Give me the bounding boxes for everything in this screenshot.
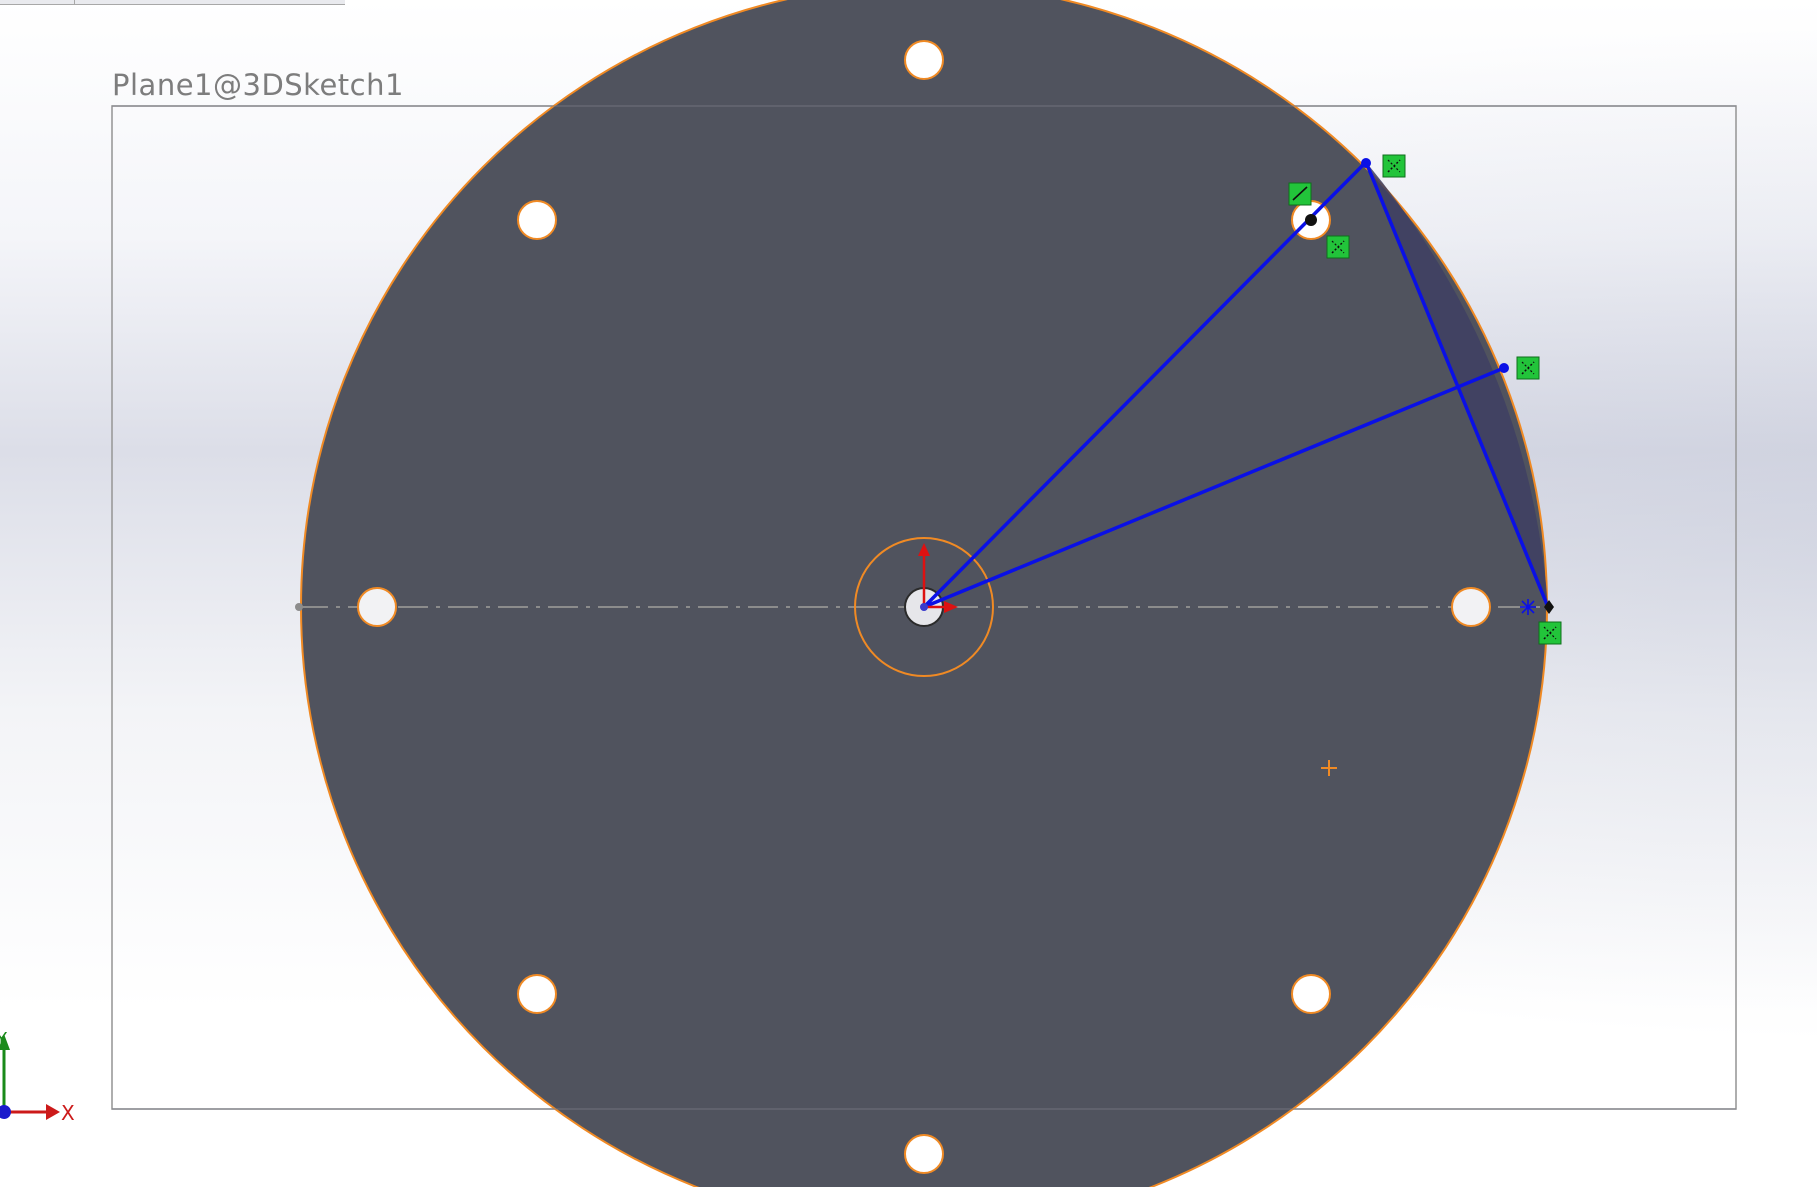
bolt-hole-bottom[interactable] — [904, 1134, 944, 1174]
center-plus-icon — [1321, 760, 1337, 776]
coincident-relation-icon[interactable] — [1288, 182, 1312, 206]
coincident-relation-icon[interactable] — [1382, 154, 1406, 178]
bolt-hole-right[interactable] — [1451, 587, 1491, 627]
sketch-point-hole[interactable] — [1305, 214, 1317, 226]
sketch-origin-icon[interactable] — [918, 543, 958, 613]
bolt-hole-top-left[interactable] — [517, 200, 557, 240]
coincident-relation-icon[interactable] — [1538, 621, 1562, 645]
sketch-endpoint-middle[interactable] — [1499, 363, 1509, 373]
triad-y-label: Y — [0, 1029, 8, 1050]
bolt-hole-top[interactable] — [904, 40, 944, 80]
sketch-line-upper[interactable] — [922, 160, 1368, 609]
toolbar-tab-divider — [74, 0, 75, 4]
sketch-endpoint-upper[interactable] — [1361, 158, 1371, 168]
toolbar-tab-edge[interactable] — [0, 0, 345, 5]
coincident-relation-icon[interactable] — [1516, 356, 1540, 380]
plane-name-label: Plane1@3DSketch1 — [112, 68, 404, 102]
midpoint-star-icon[interactable] — [1520, 599, 1536, 615]
sketch-line-middle[interactable] — [923, 366, 1505, 609]
center-bore-outer[interactable] — [854, 537, 994, 677]
centerline-endpoint[interactable] — [295, 603, 303, 611]
sketch-endpoint-right[interactable] — [1544, 600, 1554, 614]
bolt-hole-left[interactable] — [357, 587, 397, 627]
reference-triad — [0, 1034, 60, 1120]
bolt-hole-bottom-left[interactable] — [517, 974, 557, 1014]
triad-x-label: X — [61, 1101, 75, 1125]
coincident-relation-icon[interactable] — [1326, 235, 1350, 259]
bolt-hole-bottom-right[interactable] — [1291, 974, 1331, 1014]
sketch-line-chord[interactable] — [1364, 161, 1550, 608]
